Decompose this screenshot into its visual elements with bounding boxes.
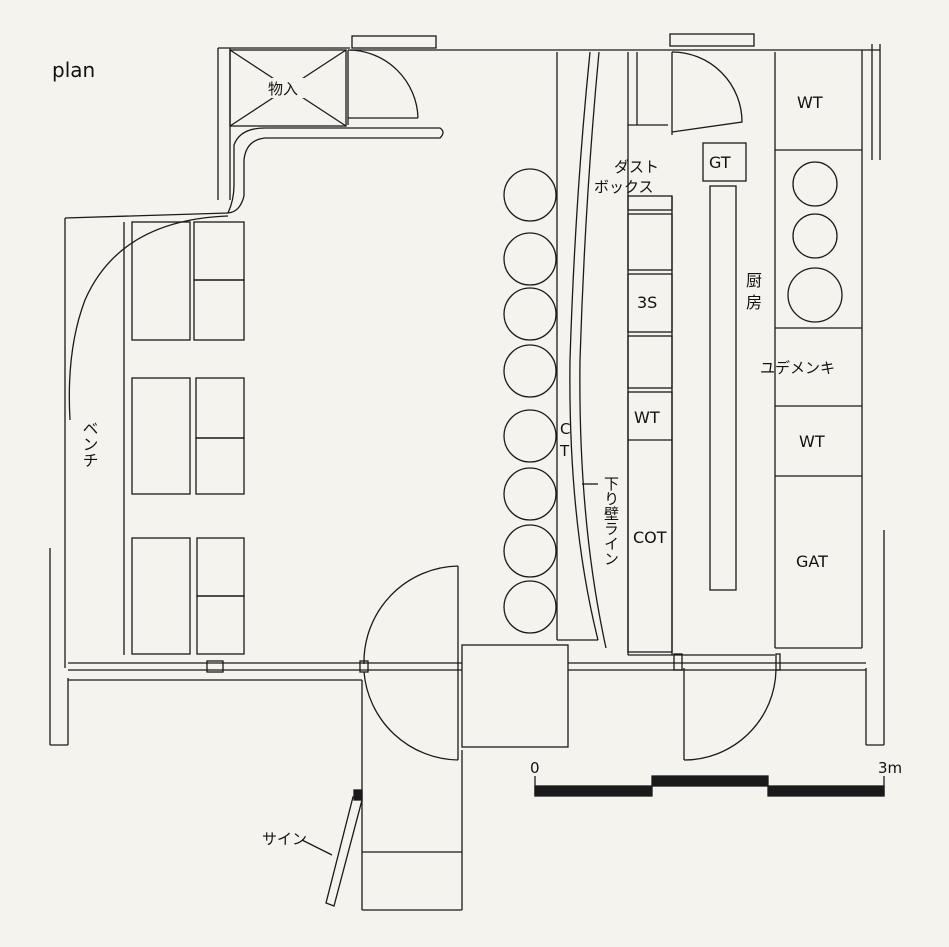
gt-label: GT — [709, 153, 731, 172]
storage-label: 物入 — [268, 80, 298, 98]
scale-bar — [534, 775, 885, 797]
bench-label: ベンチ — [80, 420, 99, 468]
counter — [503, 51, 607, 649]
exterior-walls — [49, 33, 885, 746]
sign-label: サイン — [262, 830, 307, 848]
entrance — [68, 565, 569, 911]
kitchen — [627, 51, 862, 761]
ct-label-1: C — [560, 420, 570, 438]
cot-label: COT — [633, 528, 667, 547]
kitchen-label-1: 厨 — [746, 271, 762, 290]
hanging-wall-label: 下り壁ライン — [602, 476, 620, 566]
seating-area — [68, 215, 245, 655]
gat-label: GAT — [796, 552, 828, 571]
dust-box-label-2: ボックス — [594, 178, 654, 196]
wt-mid-left-label: WT — [634, 408, 660, 427]
dust-box-label-1: ダスト — [614, 158, 659, 176]
scale-end-label: 3m — [878, 759, 902, 777]
ct-label-2: T — [559, 442, 570, 460]
plan-title: plan — [52, 58, 95, 82]
storage-room — [229, 49, 419, 127]
noodle-boiler-label: ユデメンキ — [760, 359, 835, 377]
wt-mid-right-label: WT — [799, 432, 825, 451]
scale-start-label: 0 — [530, 759, 540, 777]
kitchen-label-2: 房 — [746, 293, 762, 312]
wt-top-label: WT — [797, 93, 823, 112]
sink-3s-label: 3S — [637, 293, 657, 312]
